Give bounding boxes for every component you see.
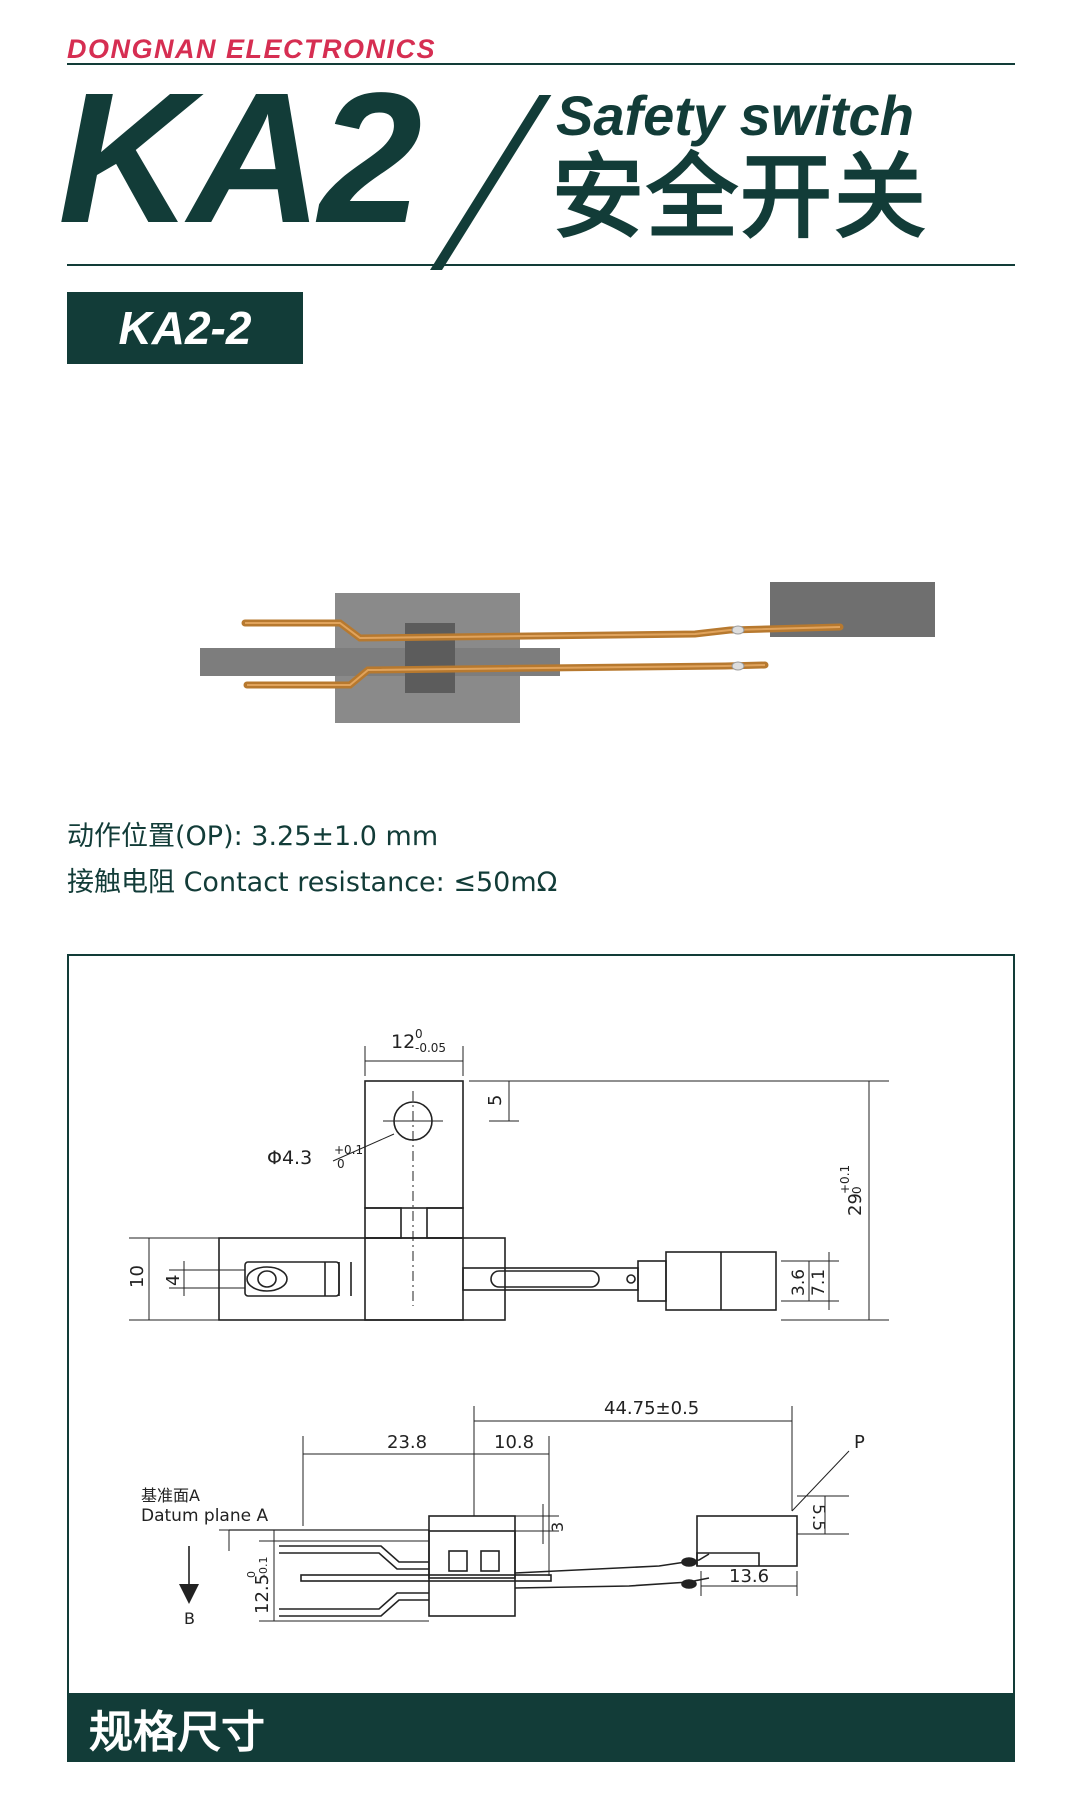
dim-3-label: 3 (548, 1522, 567, 1532)
dim-5-5-label: 5.5 (808, 1504, 828, 1531)
spec-op-value: 3.25±1.0 mm (251, 821, 439, 852)
dim-12-label: 12 (391, 1031, 415, 1053)
dim-12-tol-lower: -0.05 (415, 1041, 446, 1055)
title-chinese: 安全开关 (552, 144, 929, 251)
dim-3-6-label: 3.6 (789, 1269, 809, 1296)
label-b: B (184, 1609, 195, 1628)
spec-op-label: 动作位置(OP): (67, 821, 243, 852)
spec-contact-resistance: 接触电阻 Contact resistance: ≤50mΩ (67, 860, 557, 899)
dim-4-label: 4 (163, 1275, 184, 1286)
switch-photo (200, 582, 935, 723)
dim-12-5-tol-upper: 0 (245, 1571, 258, 1578)
spec-cr-value: ≤50mΩ (453, 867, 558, 898)
dim-23-8-label: 23.8 (387, 1432, 427, 1453)
hole-tol-lower: 0 (337, 1157, 345, 1171)
bottom-rule (67, 264, 1015, 266)
dim-29-tol-upper: +0.1 (838, 1165, 852, 1194)
section-footer: 规格尺寸 (67, 1693, 1015, 1762)
dim-10-label: 10 (127, 1265, 148, 1288)
model-title: KA2 (58, 55, 422, 262)
dim-12-tol-upper: 0 (415, 1027, 423, 1041)
datum-zh: 基准面A (141, 1486, 200, 1505)
title-english: Safety switch (556, 84, 914, 147)
dim-12-5-tol-lower: -0.1 (257, 1557, 270, 1578)
label-p: P (854, 1432, 865, 1453)
title-slash (430, 95, 552, 270)
dim-29-tol-lower: 0 (850, 1186, 864, 1194)
dim-12-5-label: 12.5 (252, 1574, 273, 1614)
spec-cr-label: 接触电阻 Contact resistance: (67, 867, 445, 898)
dim-13-6-label: 13.6 (729, 1566, 769, 1587)
dim-10-8-label: 10.8 (494, 1432, 534, 1453)
spec-op: 动作位置(OP): 3.25±1.0 mm (67, 814, 438, 853)
brand-name: DONGNAN ELECTRONICS (67, 34, 437, 64)
dim-7-1-label: 7.1 (809, 1269, 829, 1296)
drawing-svg: 12 0 -0.05 Φ4.3 +0.1 0 5 29 +0.1 0 10 4 … (127, 1027, 889, 1628)
arrow-b-icon (179, 1584, 199, 1604)
footer-title: 规格尺寸 (89, 1706, 265, 1758)
dim-5-label: 5 (485, 1095, 506, 1106)
hole-tol-upper: +0.1 (334, 1143, 363, 1157)
dim-29-label: 29 (845, 1193, 866, 1216)
hole-label: Φ4.3 (267, 1147, 312, 1169)
variant-badge: KA2-2 (67, 292, 303, 364)
datum-en: Datum plane A (141, 1506, 268, 1526)
top-rule (67, 63, 1015, 65)
dim-44-75-label: 44.75±0.5 (604, 1398, 699, 1419)
dimension-drawing: 12 0 -0.05 Φ4.3 +0.1 0 5 29 +0.1 0 10 4 … (67, 954, 1015, 1762)
